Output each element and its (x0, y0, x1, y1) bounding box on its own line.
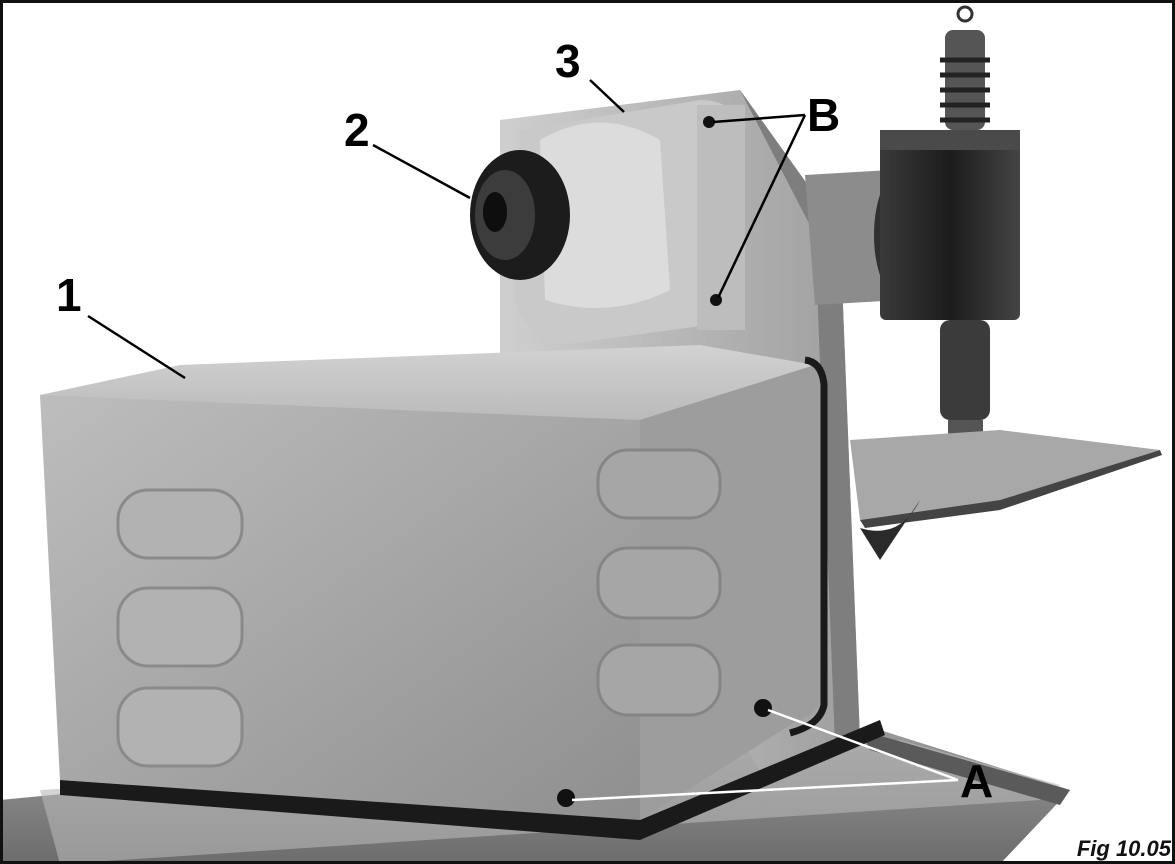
leader-b-top (712, 113, 806, 124)
tension-knob (470, 150, 570, 280)
leader-a-upper (767, 708, 959, 782)
screw-a-upper (754, 699, 772, 717)
leader-lines-a (571, 708, 959, 802)
screw-a-lower (557, 789, 575, 807)
figure-caption: Fig 10.05 (1076, 836, 1171, 861)
work-table (850, 430, 1162, 560)
callout-3: 3 (555, 35, 581, 87)
callout-1: 1 (56, 269, 82, 321)
belt-cover (40, 345, 885, 840)
leader-lines (87, 79, 807, 380)
leader-3 (589, 79, 625, 113)
callout-b: B (807, 89, 841, 141)
leader-b-bottom (716, 114, 807, 299)
callout-2: 2 (344, 104, 370, 156)
leader-2 (372, 143, 471, 200)
screw-b-top (703, 116, 715, 128)
side-arm (805, 130, 1020, 320)
leader-a-lower (571, 778, 959, 802)
leader-1 (87, 314, 186, 380)
callout-a: A (960, 755, 994, 807)
